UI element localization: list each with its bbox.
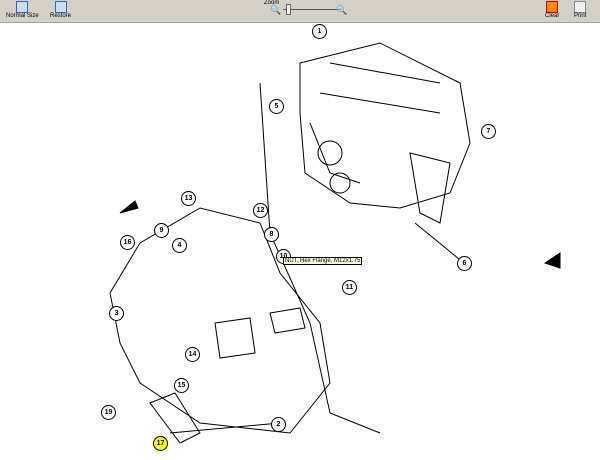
callout-7[interactable]: 7	[481, 124, 496, 139]
callout-3[interactable]: 3	[109, 306, 124, 321]
normal-size-icon	[16, 1, 29, 13]
engine-block-drawing	[299, 42, 471, 209]
clear-label: Clear	[545, 13, 560, 19]
zoom-slider-track[interactable]	[283, 9, 341, 10]
callout-11[interactable]: 11	[342, 280, 357, 295]
clear-button[interactable]: Clear	[545, 1, 559, 19]
callout-14[interactable]: 14	[185, 347, 200, 362]
toolbar: Normal Size Restore Zoom 🔍 🔍 Clear Print	[0, 0, 600, 23]
restore-button[interactable]: Restore	[50, 1, 71, 19]
callout-2[interactable]: 2	[271, 417, 286, 432]
callout-19[interactable]: 19	[101, 405, 116, 420]
normal-size-label: Normal Size	[6, 13, 39, 19]
restore-icon	[54, 1, 67, 13]
callout-8[interactable]: 8	[264, 227, 279, 242]
callout-1[interactable]: 1	[312, 24, 327, 39]
print-label: Print	[574, 13, 587, 19]
frame-drawing	[109, 207, 331, 434]
callout-5[interactable]: 5	[269, 99, 284, 114]
zoom-out-icon[interactable]: 🔍	[270, 5, 282, 15]
clear-icon	[546, 1, 559, 13]
callout-13[interactable]: 13	[181, 191, 196, 206]
callout-16[interactable]: 16	[120, 235, 135, 250]
restore-label: Restore	[50, 13, 72, 19]
engine-mount-diagram	[109, 42, 561, 444]
zoom-in-icon[interactable]: 🔍	[336, 5, 348, 15]
zoom-label: Zoom	[264, 0, 280, 6]
callout-17-highlighted[interactable]: 17	[153, 436, 168, 451]
callout-6[interactable]: 6	[457, 256, 472, 271]
callout-4[interactable]: 4	[172, 238, 187, 253]
print-button[interactable]: Print	[574, 1, 586, 19]
printer-icon	[574, 1, 587, 13]
callout-12[interactable]: 12	[253, 203, 268, 218]
diagram-canvas: 1 5 7 6 12 13 9 16 8 10 11 3 4 14 15 19 …	[0, 23, 600, 455]
callout-15[interactable]: 15	[174, 378, 189, 393]
part-tooltip: NUT, Hex Flange, M12x1.75	[283, 257, 363, 265]
zoom-slider-thumb[interactable]	[286, 4, 291, 15]
normal-size-button[interactable]: Normal Size	[6, 1, 39, 19]
callout-9[interactable]: 9	[154, 223, 169, 238]
